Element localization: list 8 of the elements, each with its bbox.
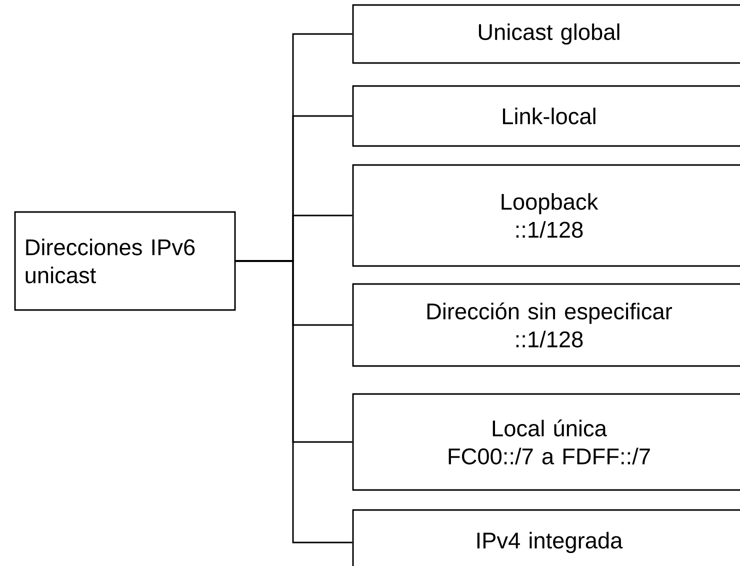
category-box: IPv4 integrada [352,509,740,566]
connector-line [236,260,352,544]
category-box: Local única FC00::/7 a FDFF::/7 [352,393,740,491]
category-box: Direcciones IPv6 unicast [14,211,236,311]
category-box: Loopback ::1/128 [352,164,740,267]
category-box: Link-local [352,85,740,147]
category-box: Dirección sin especificar ::1/128 [352,283,740,367]
category-box: Unicast global [352,4,740,64]
